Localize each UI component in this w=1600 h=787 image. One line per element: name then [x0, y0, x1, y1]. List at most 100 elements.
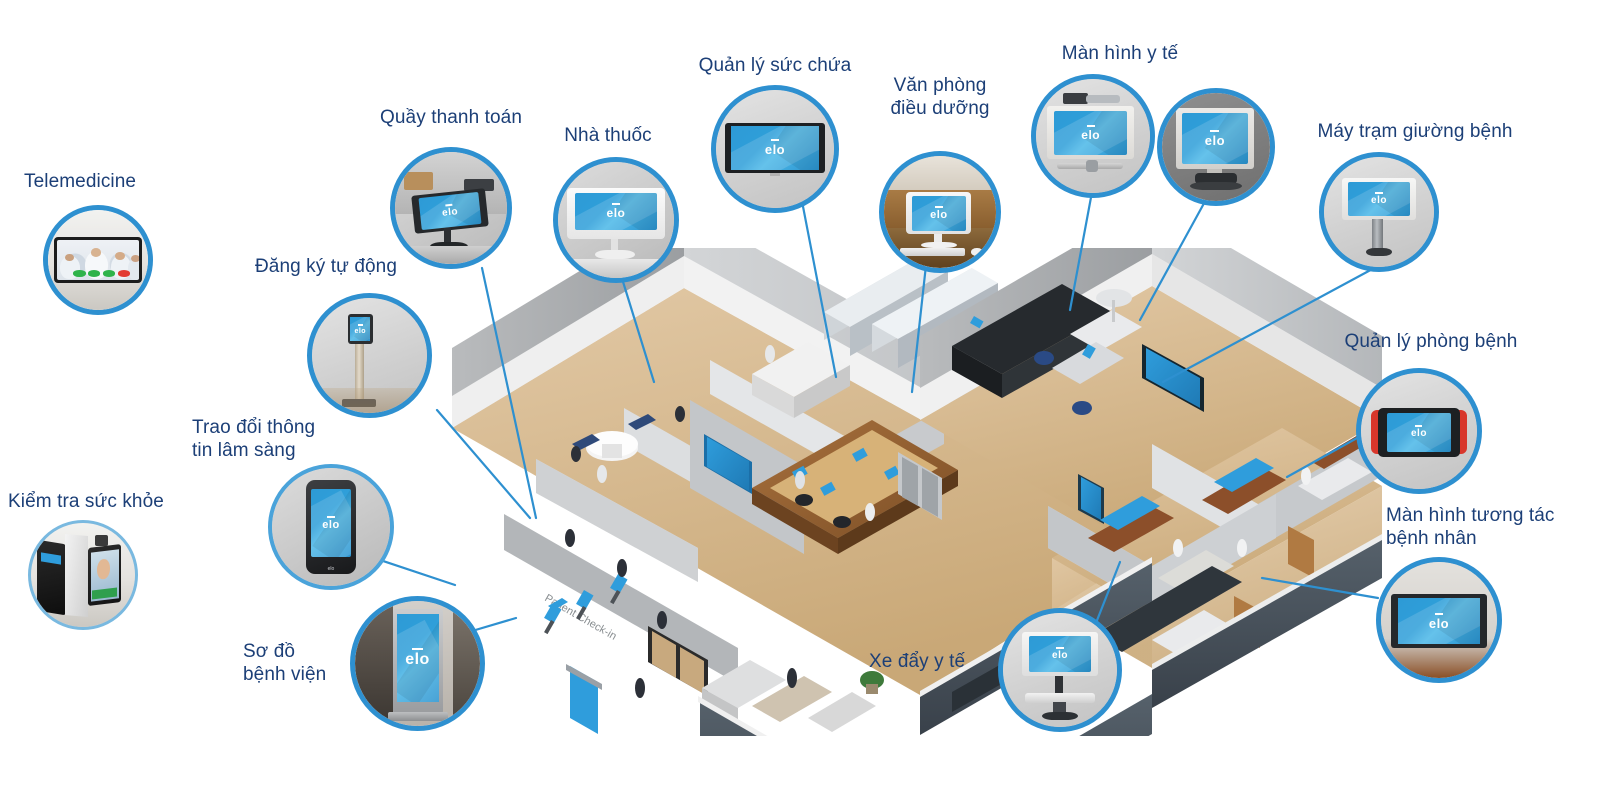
callout-clinical-communication[interactable]: elo elo: [268, 464, 394, 590]
kiosk-face-preview: [90, 548, 119, 602]
medical-monitor-bezel: elo: [1047, 106, 1135, 159]
counter-surface: [395, 246, 507, 264]
label-health-screening: Kiểm tra sức khỏe: [8, 491, 164, 512]
callout-patient-interactive-image: elo: [1381, 562, 1497, 678]
callout-nurse-office-image: elo: [884, 156, 996, 268]
label-medical-display: Màn hình y tế: [1061, 43, 1179, 64]
callout-pharmacy[interactable]: elo: [553, 157, 679, 283]
callout-hospital-wayfinding-image: elo: [355, 601, 480, 726]
elo-wordmark: elo: [1205, 129, 1225, 147]
elo-wordmark: elo: [441, 204, 459, 219]
callout-medical-display-image: elo: [1036, 79, 1150, 193]
floor-shade: [312, 387, 427, 413]
callout-nurse-office[interactable]: elo: [879, 151, 1001, 273]
elo-wordmark: elo: [1052, 647, 1068, 661]
wayfinding-kiosk-base: [387, 712, 448, 721]
mouse: [971, 247, 983, 256]
medical-monitor-arm-joint: [1086, 159, 1098, 173]
callout-medical-display[interactable]: elo: [1031, 74, 1155, 198]
desktop-monitor-base: [920, 242, 957, 248]
square-monitor-base: [1190, 181, 1242, 191]
in-room-tv-bezel: elo: [1391, 594, 1487, 648]
callout-hospital-wayfinding[interactable]: elo: [350, 596, 485, 731]
bedside-monitor-bezel: elo: [1341, 177, 1417, 220]
callout-ward-management[interactable]: elo: [1356, 368, 1482, 494]
square-monitor-stand: [1195, 172, 1237, 184]
callout-health-screening[interactable]: [28, 520, 138, 630]
pos-stand-neck: [444, 228, 451, 244]
office-wall: [884, 156, 996, 190]
elo-wordmark: elo: [354, 323, 366, 335]
pos-stand-base: [429, 241, 468, 251]
cart-monitor-bezel: elo: [1022, 632, 1098, 676]
kiosk-camera: [95, 535, 108, 546]
elo-wordmark: elo: [1411, 425, 1427, 439]
counter-shelf-items: [403, 172, 434, 191]
hall-left-shadow: [355, 601, 393, 726]
label-self-registration: Đăng ký tự động: [254, 256, 398, 277]
callout-checkout-counter[interactable]: elo: [390, 147, 512, 269]
cart-post: [1055, 675, 1064, 694]
medical-equipment-tube: [1086, 94, 1121, 103]
medical-equipment-box: [1063, 92, 1089, 105]
callout-health-screening-image: [31, 523, 135, 627]
video-call-participants: [57, 240, 139, 280]
elo-wordmark: elo: [1429, 612, 1449, 630]
kiosk-face-screen-bezel: [88, 543, 122, 607]
callout-capacity-management[interactable]: elo: [711, 85, 839, 213]
callout-medical-cart-image: elo: [1003, 613, 1117, 727]
pharmacy-monitor-bezel: elo: [567, 187, 665, 239]
label-ward-management: Quản lý phòng bệnh: [1344, 331, 1518, 352]
callout-self-registration[interactable]: elo: [307, 293, 432, 418]
callout-clinical-communication-image: elo elo: [272, 468, 390, 586]
keyboard: [899, 247, 965, 256]
counter-equipment: [464, 178, 494, 192]
label-patient-interactive-display: Màn hình tương tác bệnh nhân: [1386, 505, 1555, 550]
wayfinding-kiosk-frame: elo: [392, 608, 443, 714]
kiosk-dark-panel: [37, 539, 67, 615]
desktop-monitor-neck: [934, 234, 943, 244]
cart-tray: [1024, 692, 1096, 704]
callout-medical-display-2-image: elo: [1162, 93, 1270, 201]
elo-wordmark: elo: [930, 205, 947, 221]
signage-wall-mount: [770, 172, 780, 177]
callout-self-registration-image: elo: [312, 298, 427, 413]
label-medical-cart: Xe đẩy y tế: [869, 651, 966, 672]
callout-telemedicine[interactable]: [43, 205, 153, 315]
square-monitor-neck: [1207, 168, 1223, 174]
wire-clinical-comm: [375, 557, 457, 587]
elo-wordmark: elo: [322, 515, 339, 531]
tablet-body: elo: [1378, 407, 1460, 457]
callout-medical-display-2[interactable]: elo: [1157, 88, 1275, 206]
callout-pharmacy-image: elo: [558, 162, 674, 278]
pharmacy-counter: [558, 259, 674, 278]
signage-display-bezel: elo: [725, 123, 825, 173]
callout-patient-interactive-display[interactable]: elo: [1376, 557, 1502, 683]
elo-wordmark: elo: [1371, 191, 1387, 206]
callout-capacity-management-image: elo: [716, 90, 834, 208]
handheld-chin-logo: elo: [327, 565, 335, 572]
kiosk-column: [354, 344, 364, 404]
kiosk-white-body: [65, 534, 89, 618]
desktop-monitor-bezel: elo: [906, 191, 972, 235]
cart-wheel-base: [1041, 712, 1079, 721]
label-nurse-office: Văn phòng điều dưỡng: [890, 75, 990, 120]
elo-wordmark: elo: [405, 647, 430, 668]
label-hospital-wayfinding: Sơ đồ bệnh viện: [243, 641, 327, 686]
label-checkout-counter: Quầy thanh toán: [380, 107, 522, 128]
square-monitor-bezel: elo: [1176, 108, 1254, 169]
pharmacy-monitor-base: [595, 250, 635, 260]
video-call-display-frame: [54, 237, 142, 283]
handheld-body: elo elo: [306, 479, 356, 575]
callout-telemedicine-image: [48, 210, 148, 310]
label-telemedicine: Telemedicine: [24, 171, 137, 192]
registration-screen-bezel: elo: [347, 314, 373, 344]
callout-medical-cart[interactable]: elo: [998, 608, 1122, 732]
callout-ward-management-image: elo: [1361, 373, 1477, 489]
label-capacity-management: Quản lý sức chứa: [698, 55, 852, 76]
callout-bedside-workstation[interactable]: elo: [1319, 152, 1439, 272]
label-pharmacy: Nhà thuốc: [564, 125, 652, 146]
bedside-mount-arm: [1372, 218, 1384, 250]
elo-wordmark: elo: [765, 139, 785, 156]
